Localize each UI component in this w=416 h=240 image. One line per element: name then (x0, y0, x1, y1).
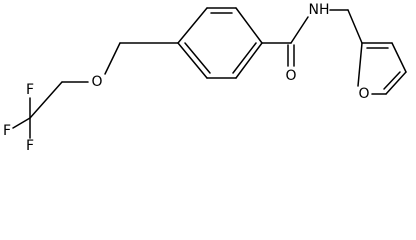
atom-label-fluorine-top: F (26, 82, 34, 98)
bond-ch2-to-furan (347, 9, 363, 44)
bond-ring-right-to-bottom-right-inner (232, 42, 257, 74)
atom-label-fluorine-bottom: F (26, 138, 34, 154)
bond-cf3-c-to-ch2 (29, 81, 63, 119)
atom-labels: F F F O O NH O (3, 2, 370, 154)
atom-label-furan-oxygen: O (358, 86, 369, 102)
atom-label-amide-nitrogen: NH (309, 2, 330, 18)
bond-furan-oxygen-to-c2 (357, 42, 363, 87)
bond-carbonyl-carbon-to-nh (290, 16, 309, 44)
bond-ring-top-right-to-right (235, 7, 263, 44)
bond-ring-right-to-bottom-right (235, 42, 263, 79)
chemical-structure-diagram: F F F O O NH O (3, 2, 407, 154)
bonds (12, 7, 407, 139)
bond-ring-left-to-top-left (177, 7, 208, 44)
bond-ether-oxygen-to-ch2 (104, 42, 121, 75)
bond-furan-c4-to-c5 (385, 71, 407, 95)
atom-label-carbonyl-oxygen: O (285, 68, 296, 84)
bond-ring-bottom-left-to-left (177, 42, 208, 79)
bond-furan-c4-to-c5-inner (383, 71, 401, 90)
atom-label-fluorine-left: F (3, 123, 11, 139)
atom-label-ether-oxygen: O (91, 74, 102, 90)
bond-furan-c3-to-c4 (391, 42, 407, 73)
bond-ring-bottom-left-to-left-inner (184, 42, 211, 74)
bond-cf3-c-to-f-left (12, 117, 31, 129)
